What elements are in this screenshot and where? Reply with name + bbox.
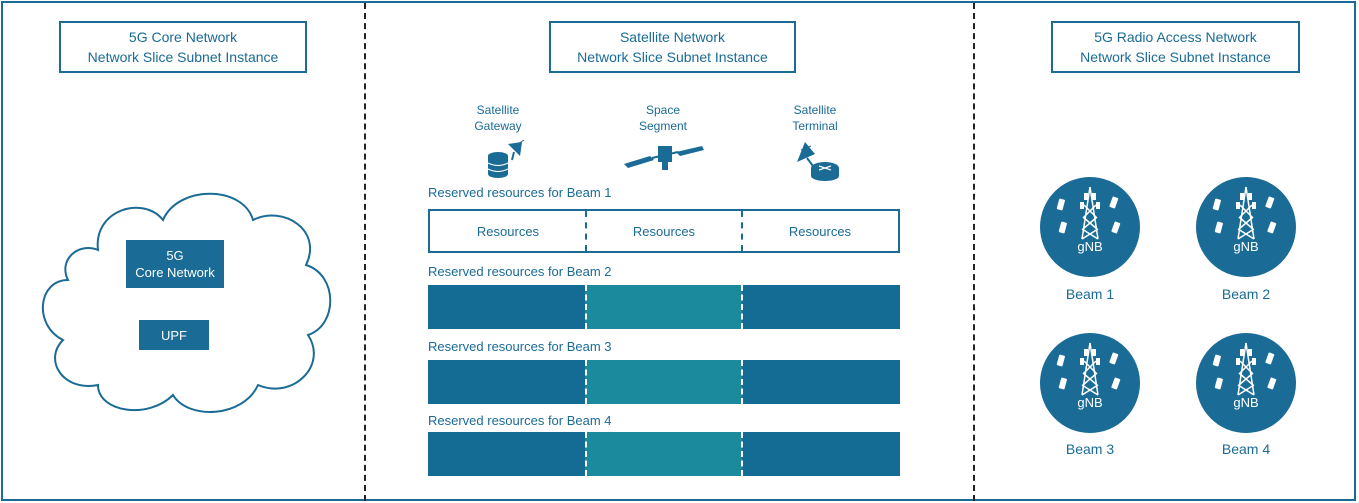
left-divider: [364, 3, 366, 501]
ran-title-line1: 5G Radio Access Network: [1094, 29, 1257, 45]
core-box-line1: 5G: [166, 248, 184, 263]
satellite-title-line2: Network Slice Subnet Instance: [577, 49, 768, 65]
terminal-icon: [797, 142, 839, 181]
beam-4-space-band: [585, 432, 742, 476]
beam-4-resources-row: [428, 432, 900, 476]
upf-box: UPF: [139, 320, 209, 350]
gnb-label: gNB: [1233, 239, 1259, 254]
beam-4-resources-label: Reserved resources for Beam 4: [428, 413, 612, 428]
beam-3-space-band: [585, 360, 742, 404]
beam-1-terminal-resources: Resources: [788, 223, 852, 239]
beam-2-space-band: [585, 285, 742, 329]
beam-2-separator-2: [741, 285, 743, 329]
beam-1-separator-2: [741, 211, 743, 251]
cloud-icon: [41, 192, 332, 413]
gnb-beam-2: gNB: [1196, 177, 1296, 277]
core-title-line1: 5G Core Network: [128, 29, 238, 45]
beam-1-separator-1: [585, 211, 587, 251]
right-divider: [973, 3, 975, 501]
cell-tower-icon: [1056, 342, 1121, 396]
gnb-label: gNB: [1077, 395, 1103, 410]
core-title-line2: Network Slice Subnet Instance: [87, 49, 279, 65]
gnb-label: gNB: [1233, 395, 1259, 410]
beam-3-resources-label: Reserved resources for Beam 3: [428, 339, 612, 354]
beam-2-resources-row: [428, 285, 900, 329]
cell-tower-icon: [1056, 186, 1121, 240]
beam-3-separator-1: [585, 360, 587, 404]
core-title-box: 5G Core Network Network Slice Subnet Ins…: [59, 21, 307, 73]
ran-title-line2: Network Slice Subnet Instance: [1080, 49, 1271, 65]
gnb-label: gNB: [1077, 239, 1103, 254]
beam-3-resources-row: [428, 360, 900, 404]
gnb-beam-4: gNB: [1196, 333, 1296, 433]
satellite-title-box: Satellite Network Network Slice Subnet I…: [549, 21, 796, 73]
core-box-line2: Core Network: [135, 265, 215, 280]
satellite-title-line1: Satellite Network: [619, 29, 726, 45]
beam-1-space-resources: Resources: [632, 223, 696, 239]
beam-1-gateway-resources: Resources: [476, 223, 540, 239]
beam-1-resources-label: Reserved resources for Beam 1: [428, 185, 612, 200]
gateway-icon: [487, 139, 525, 178]
beam-4-separator-2: [741, 432, 743, 476]
satellite-icon: [624, 146, 704, 170]
gnb-beam-1: gNB: [1040, 177, 1140, 277]
ran-title-box: 5G Radio Access Network Network Slice Su…: [1051, 21, 1300, 73]
ran-beam-3-label: Beam 3: [1065, 441, 1115, 457]
ran-beam-4-label: Beam 4: [1221, 441, 1271, 457]
cell-tower-icon: [1212, 342, 1277, 396]
cell-tower-icon: [1212, 186, 1277, 240]
beam-4-separator-1: [585, 432, 587, 476]
beam-3-separator-2: [741, 360, 743, 404]
ran-beam-2-label: Beam 2: [1221, 286, 1271, 302]
core-network-box: 5G Core Network: [126, 240, 224, 288]
gnb-beam-3: gNB: [1040, 333, 1140, 433]
beam-1-resources-row: Resources Resources Resources: [428, 209, 900, 253]
upf-label: UPF: [161, 327, 187, 343]
beam-2-resources-label: Reserved resources for Beam 2: [428, 264, 612, 279]
beam-2-separator-1: [585, 285, 587, 329]
ran-beam-1-label: Beam 1: [1065, 286, 1115, 302]
